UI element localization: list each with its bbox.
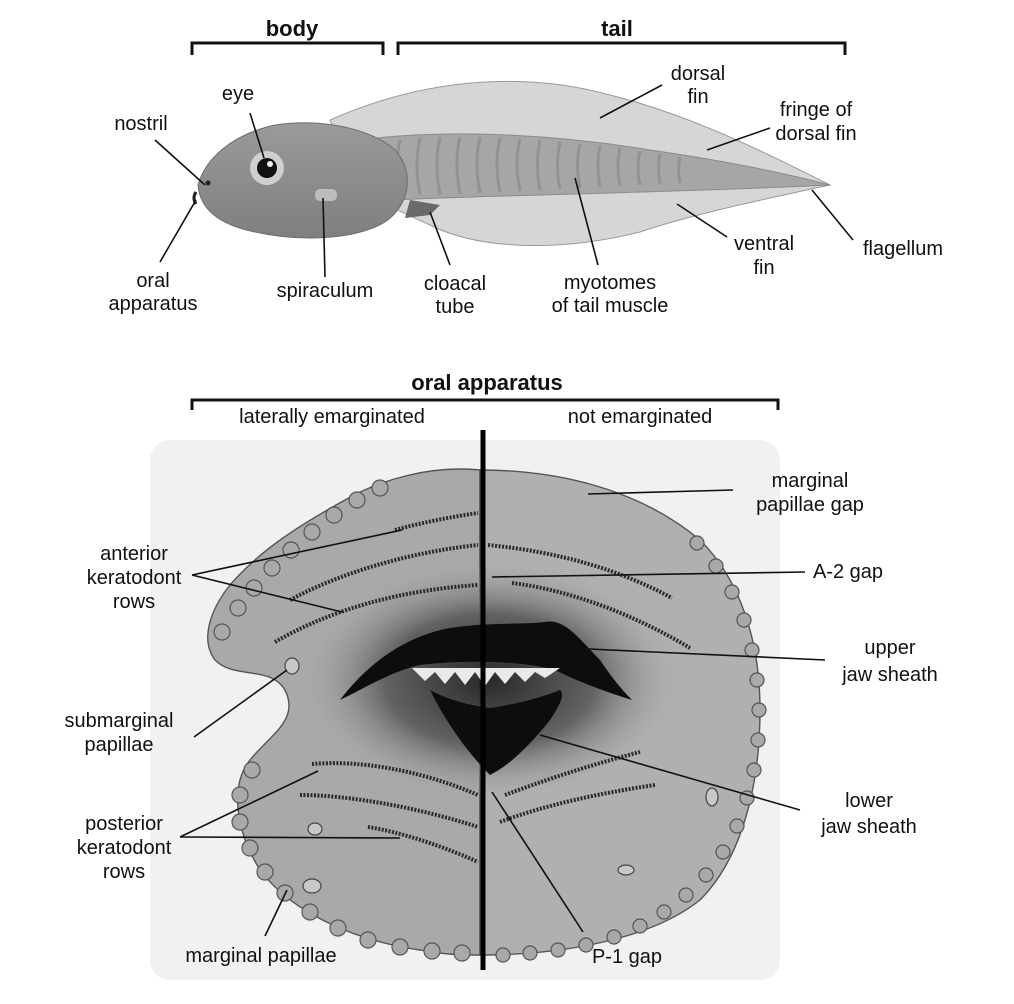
mouth-shadow (300, 560, 680, 800)
label-p1-gap: P-1 gap (592, 946, 662, 968)
oral-apparatus-shape (192, 191, 198, 205)
label-marginal-gap-2: papillae gap (756, 494, 864, 516)
oral-labels: anterior keratodont rows submarginal pap… (65, 470, 938, 968)
mouth-opening (412, 668, 560, 686)
label-spiraculum: spiraculum (277, 280, 374, 302)
label-cloacal-1: cloacal (424, 273, 486, 295)
oral-header: oral apparatus laterally emarginated not… (190, 370, 780, 428)
label-oral-2: apparatus (109, 293, 198, 315)
label-flagellum: flagellum (863, 238, 943, 260)
subheader-laterally-emarginated: laterally emarginated (239, 406, 425, 428)
label-nostril: nostril (114, 113, 167, 135)
label-eye: eye (222, 83, 254, 105)
posterior-keratodont-rows (299, 750, 656, 864)
eye-icon (257, 158, 277, 178)
subheader-not-emarginated: not emarginated (568, 406, 713, 428)
spiraculum-shape (315, 189, 337, 201)
top-brackets: body tail (190, 16, 847, 55)
top-labels: eye nostril oral apparatus spiraculum cl… (109, 63, 944, 318)
label-oral-1: oral (136, 270, 169, 292)
upper-jaw-sheath-shape (340, 621, 632, 700)
header-oral-apparatus: oral apparatus (411, 370, 563, 395)
label-submarginal-1: submarginal (65, 710, 174, 732)
label-marginal-gap-1: marginal (772, 470, 849, 492)
label-myotomes-2: of tail muscle (552, 295, 669, 317)
label-upper-jaw-2: jaw sheath (841, 664, 938, 686)
label-lower-jaw-2: jaw sheath (820, 816, 917, 838)
marginal-papillae (213, 479, 767, 963)
label-myotomes-1: myotomes (564, 272, 656, 294)
label-marginal-papillae: marginal papillae (185, 945, 336, 967)
lower-jaw-sheath-shape (430, 690, 562, 775)
header-body: body (266, 16, 319, 41)
label-fringe-1: fringe of (780, 99, 853, 121)
submarginal-papillae (284, 657, 719, 894)
tadpole-body (197, 122, 408, 239)
label-anterior-1: anterior (100, 543, 168, 565)
label-dorsal-fin-2: fin (687, 86, 708, 108)
label-upper-jaw-1: upper (864, 637, 915, 659)
label-a2-gap: A-2 gap (813, 561, 883, 583)
label-fringe-2: dorsal fin (775, 123, 856, 145)
label-dorsal-fin-1: dorsal (671, 63, 725, 85)
label-posterior-1: posterior (85, 813, 163, 835)
label-ventral-fin-1: ventral (734, 233, 794, 255)
label-posterior-3: rows (103, 861, 145, 883)
label-anterior-3: rows (113, 591, 155, 613)
label-ventral-fin-2: fin (753, 257, 774, 279)
header-tail: tail (601, 16, 633, 41)
nostril-shape (205, 180, 211, 186)
label-posterior-2: keratodont (77, 837, 172, 859)
anterior-keratodont-rows (273, 511, 692, 650)
label-lower-jaw-1: lower (845, 790, 893, 812)
tadpole-illustration (192, 80, 832, 247)
label-submarginal-2: papillae (85, 734, 154, 756)
label-anterior-2: keratodont (87, 567, 182, 589)
label-cloacal-2: tube (436, 296, 475, 318)
oral-disc (207, 468, 767, 963)
